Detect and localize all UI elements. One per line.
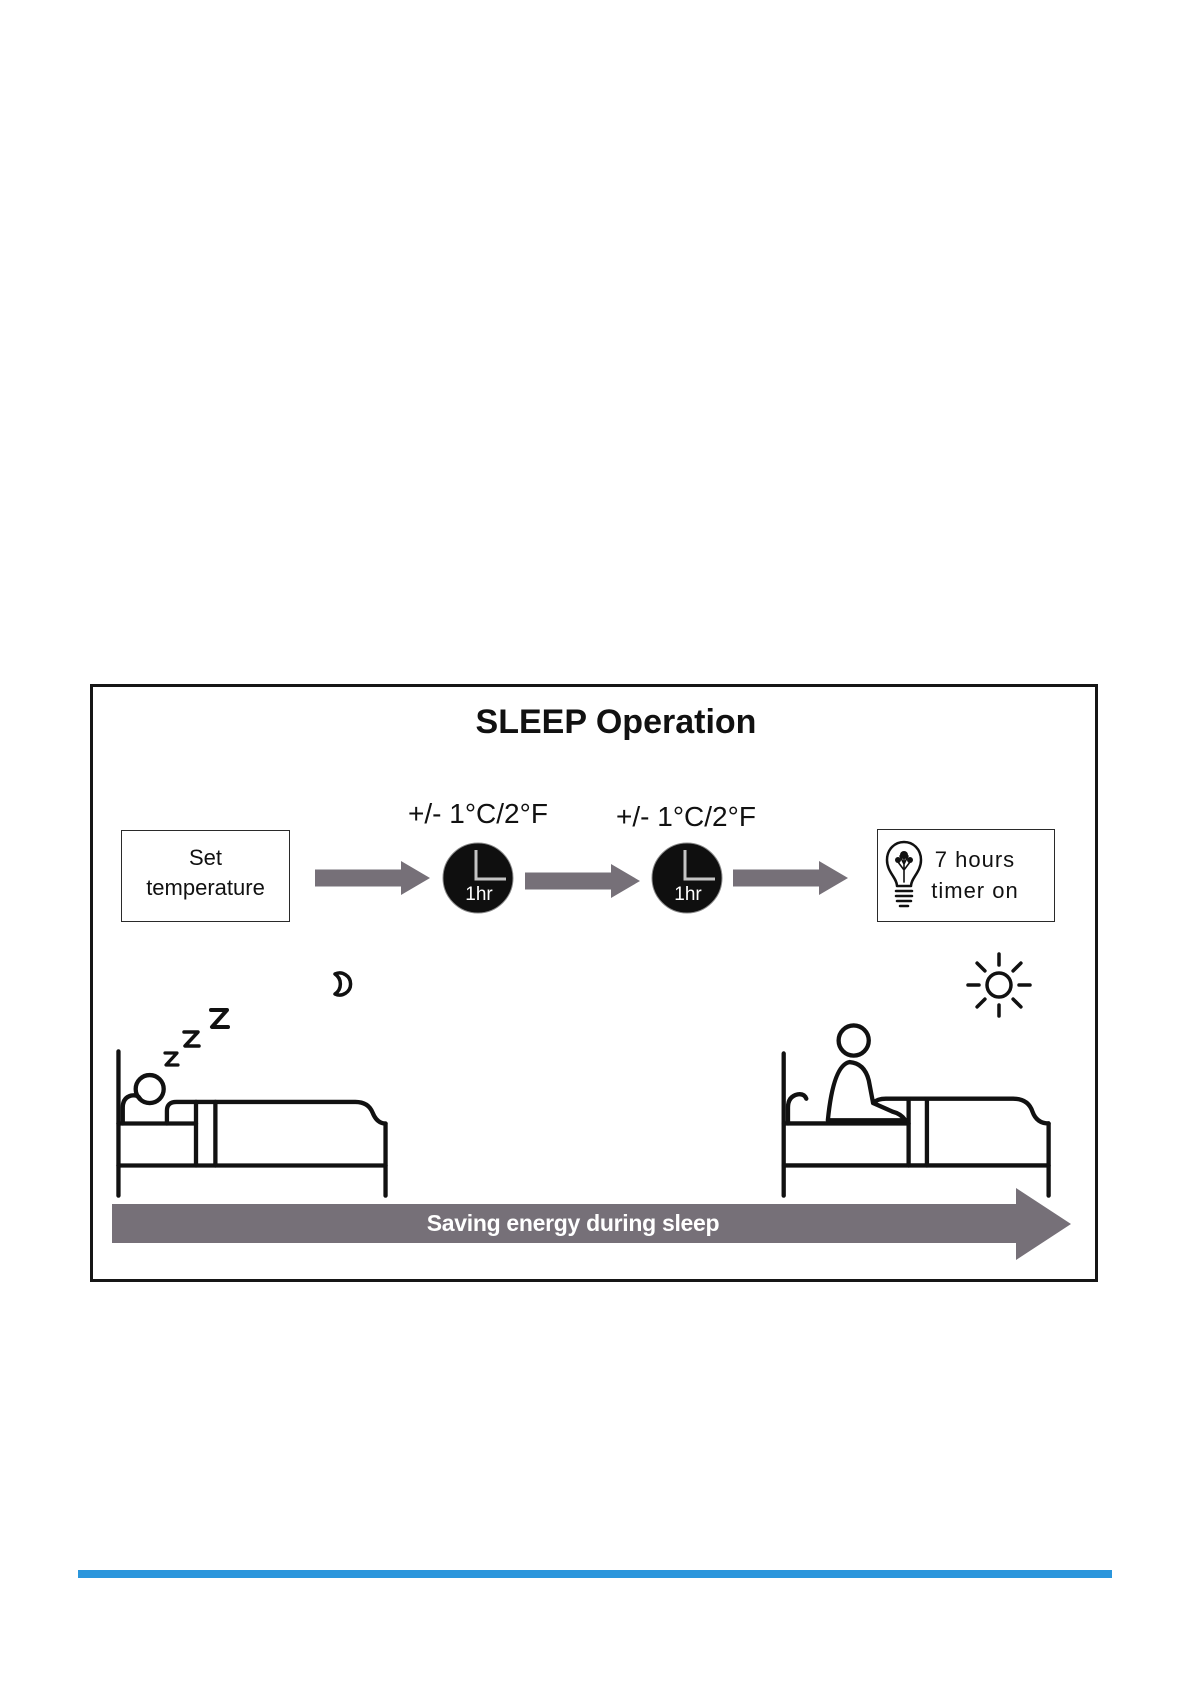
clock-1-label: 1hr bbox=[465, 884, 493, 905]
person-waking-in-bed-icon bbox=[774, 1021, 1054, 1199]
end-box-line1: 7 hours bbox=[924, 844, 1026, 875]
diagram-title: SLEEP Operation bbox=[466, 702, 766, 742]
clock-2-label: 1hr bbox=[674, 884, 702, 905]
set-temperature-box: Set temperature bbox=[121, 830, 290, 922]
banner-caption: Saving energy during sleep bbox=[423, 1204, 723, 1243]
arrow-right-icon bbox=[733, 860, 849, 896]
footer-rule bbox=[78, 1570, 1112, 1578]
timer-box: 7 hours timer on bbox=[877, 829, 1055, 922]
timer-text: 7 hours timer on bbox=[924, 844, 1026, 906]
start-box-line2: temperature bbox=[146, 873, 265, 903]
step-1-temperature-change: +/- 1°C/2°F bbox=[388, 798, 568, 830]
person-sleeping-in-bed-icon bbox=[112, 1048, 392, 1199]
start-box-line1: Set bbox=[189, 843, 222, 873]
arrow-right-icon bbox=[315, 860, 431, 896]
end-box-line2: timer on bbox=[924, 875, 1026, 906]
sun-icon bbox=[963, 949, 1035, 1021]
clock-icon: 1hr bbox=[649, 840, 725, 916]
clock-icon: 1hr bbox=[440, 840, 516, 916]
moon-icon bbox=[325, 969, 355, 999]
step-2-temperature-change: +/- 1°C/2°F bbox=[596, 801, 776, 833]
arrow-right-icon bbox=[525, 863, 641, 899]
lightbulb-icon bbox=[884, 840, 924, 912]
